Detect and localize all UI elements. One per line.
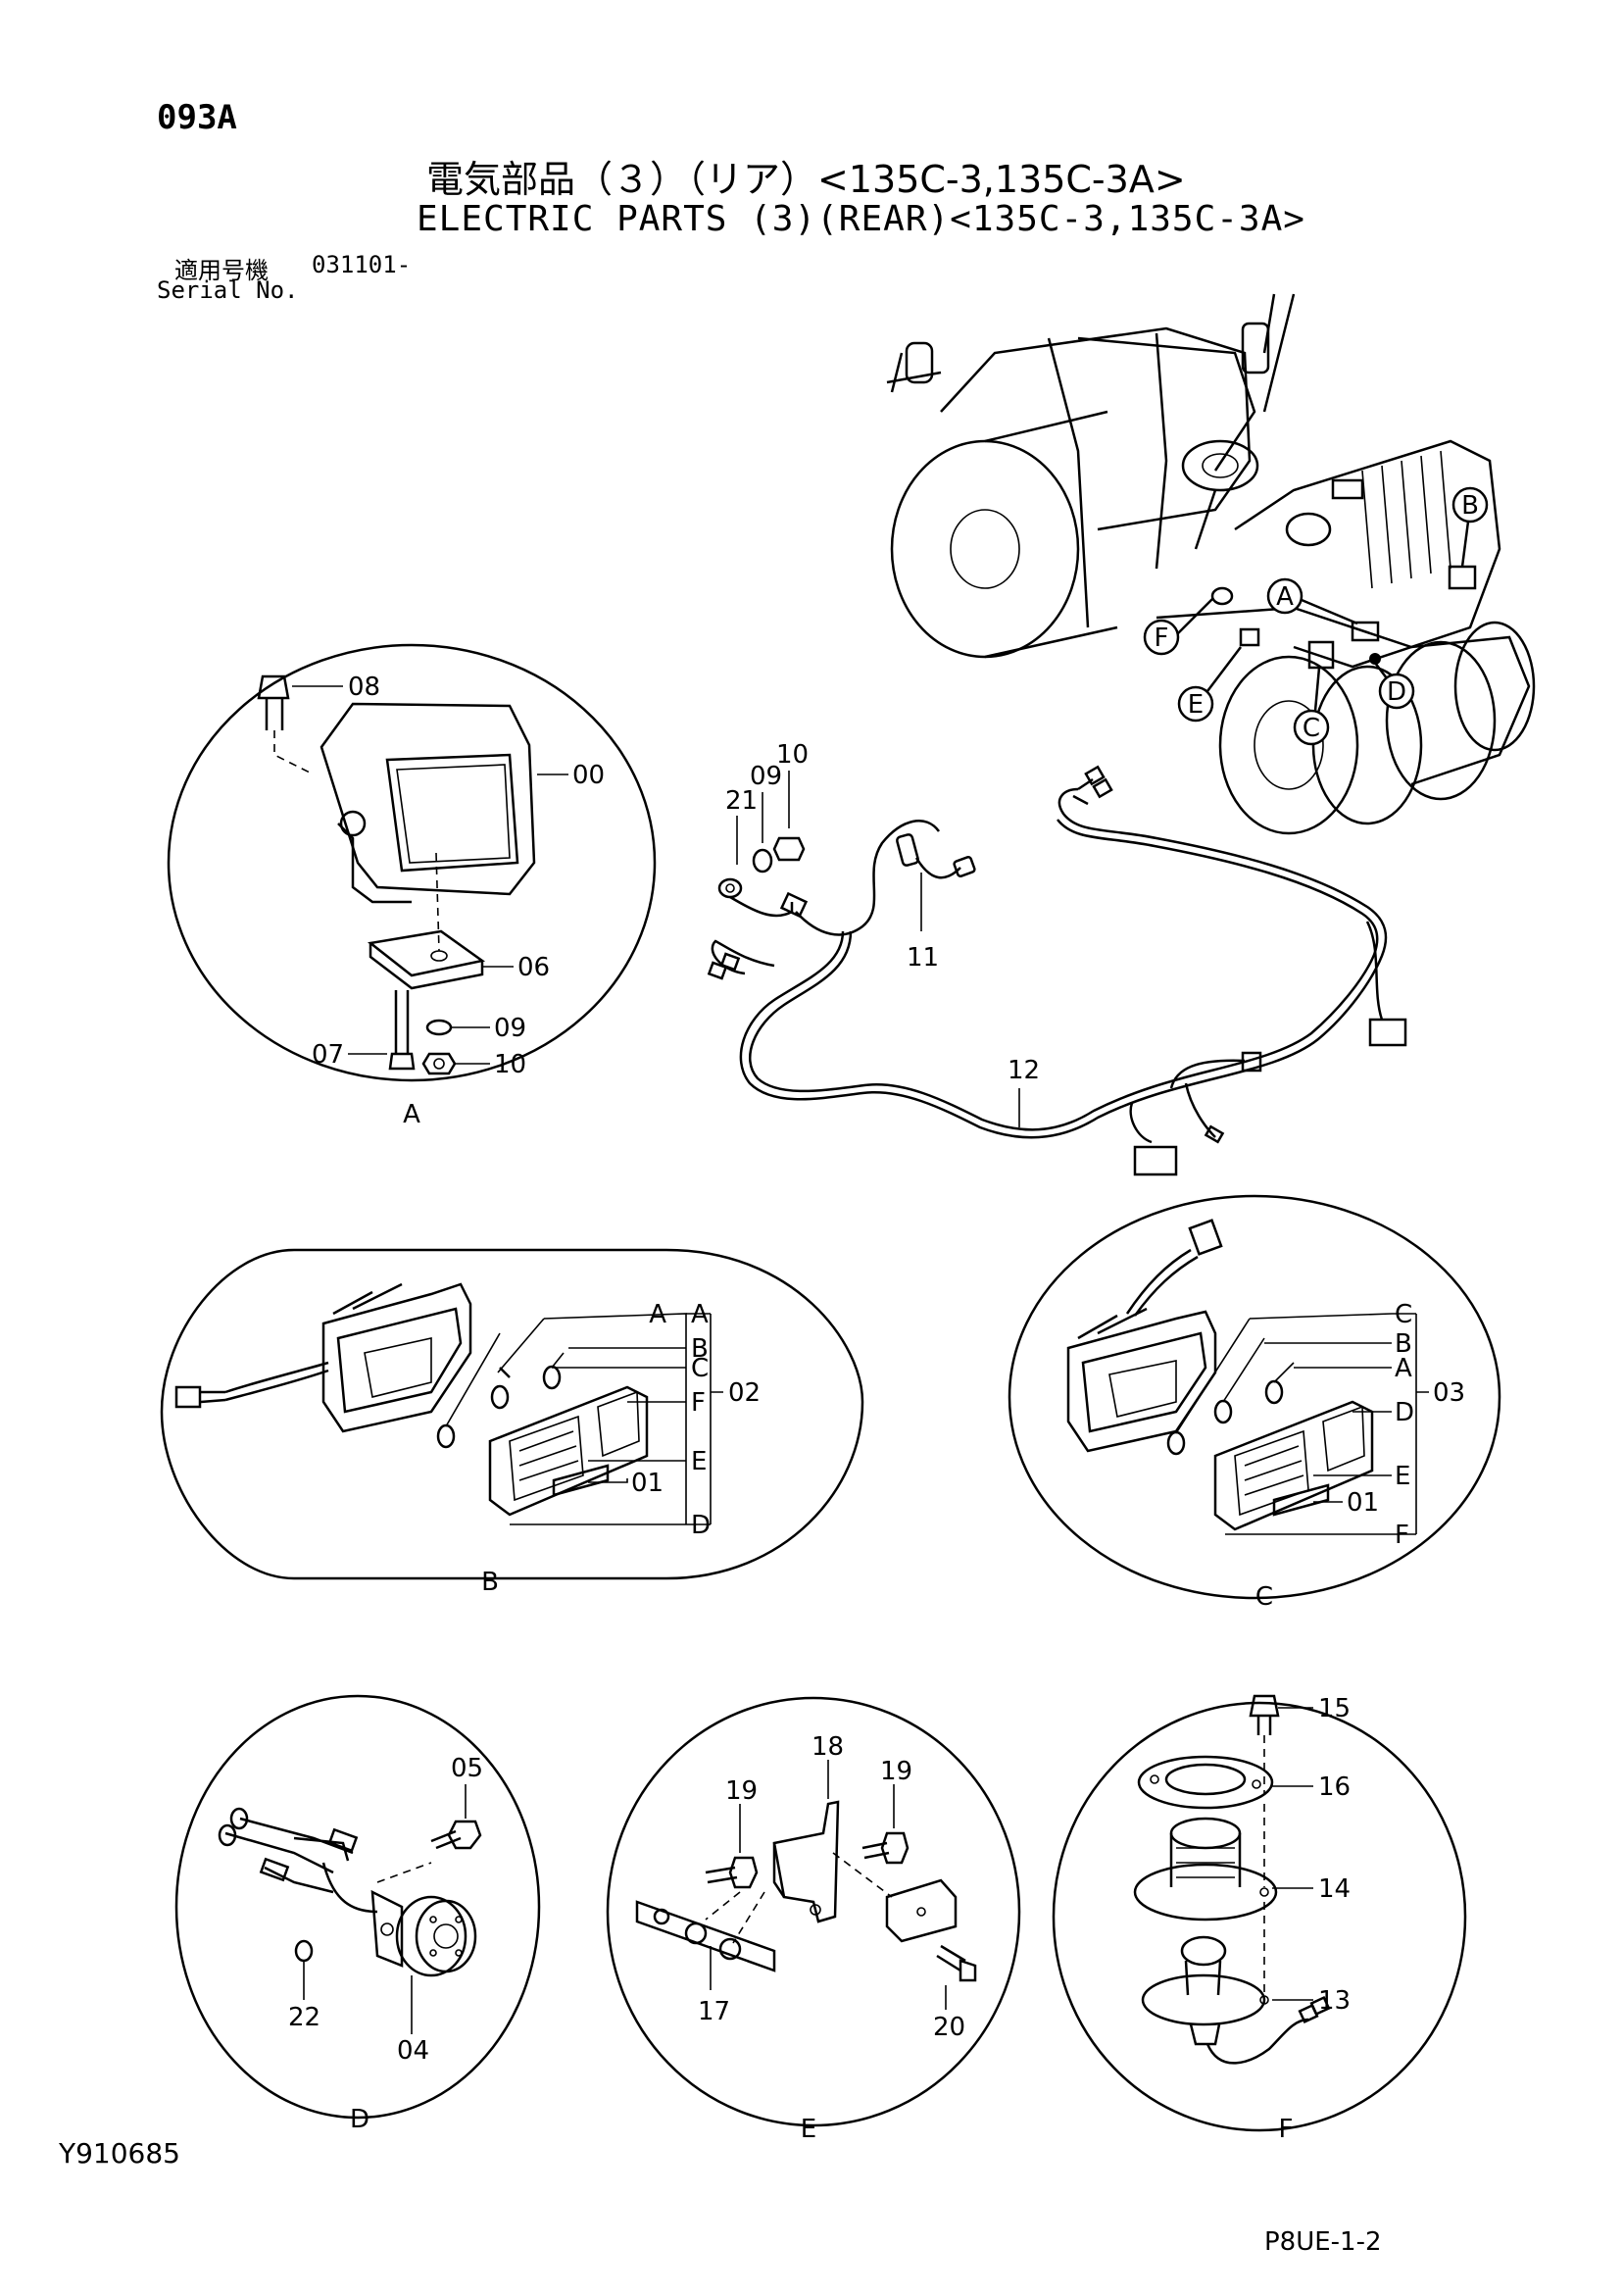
detail-c-letter-b: B [1395,1329,1412,1359]
detail-b-assembly-02: 02 [728,1378,761,1408]
detail-b-letter-c: C [691,1354,709,1383]
serial-label-japanese: 適用号機 [174,257,269,284]
callout-d: D [1374,662,1415,710]
detail-b-rear-lamp: A A B C F E D 02 01 B [160,1248,864,1597]
part-label-04: 04 [397,2036,429,2066]
detail-b-letter-b: B [691,1334,709,1364]
part-label-07: 07 [312,1040,344,1070]
harness-assembly: 21 09 10 11 [707,740,1407,1176]
part-label-17: 17 [698,1997,730,2026]
detail-b-letter-e: E [691,1447,707,1476]
detail-f-label: F [1279,2115,1294,2144]
part-label-20: 20 [933,2013,965,2042]
detail-b-letter-a-text: A [691,1300,709,1329]
detail-c-rear-lamp: C B A D E F 03 01 C [1008,1194,1501,1612]
detail-b-label: B [481,1568,499,1597]
detail-b-letter-f: F [691,1388,706,1418]
serial-label-english: Serial No. [157,276,299,304]
callout-b: B [1451,486,1489,568]
detail-d-label: D [350,2105,369,2134]
page-reference: P8UE-1-2 [1264,2227,1382,2257]
detail-c-letter-f: F [1395,1521,1409,1550]
detail-e-label: E [801,2115,816,2144]
part-label-09b: 09 [750,762,782,791]
callout-a: A [1266,577,1358,625]
title-english: ELECTRIC PARTS (3)(REAR)<135C-3,135C-3A> [417,199,1305,239]
svg-text:A: A [1276,582,1294,612]
part-label-00: 00 [572,761,605,790]
detail-d-socket: 05 22 04 D [174,1694,541,2134]
svg-text:D: D [1387,677,1406,707]
part-label-10b: 10 [776,740,809,770]
part-label-12: 12 [1008,1056,1040,1085]
detail-c-label: C [1255,1582,1273,1612]
detail-e-bracket: 18 19 19 17 20 E [606,1696,1021,2144]
part-label-11: 11 [907,943,939,973]
svg-text:C: C [1303,714,1320,743]
detail-b-letter-d: D [691,1511,711,1540]
part-label-06: 06 [517,953,550,982]
part-label-15: 15 [1318,1694,1351,1723]
drawing-number: Y910685 [59,2137,180,2170]
part-label-19a: 19 [725,1776,758,1806]
serial-value: 031101- [312,251,412,278]
svg-text:F: F [1155,624,1169,653]
detail-b-part-01: 01 [631,1469,664,1498]
part-label-14: 14 [1318,1874,1351,1904]
callout-f: F [1143,597,1214,656]
detail-c-assembly-03: 03 [1433,1378,1465,1408]
svg-text:E: E [1188,690,1204,720]
part-label-16: 16 [1318,1772,1351,1802]
detail-b-letter-a: A [649,1300,666,1329]
part-label-05: 05 [451,1754,483,1783]
callout-e: E [1177,646,1242,723]
detail-a-work-light: 08 00 06 09 07 10 A [167,643,657,1129]
part-label-08: 08 [348,673,380,702]
callout-c: C [1293,667,1330,746]
detail-c-letter-e: E [1395,1462,1410,1491]
detail-c-letter-a: A [1395,1354,1412,1383]
detail-c-letter-d: D [1395,1398,1414,1427]
part-label-18: 18 [812,1732,844,1762]
svg-text:B: B [1461,491,1479,521]
detail-c-letter-c: C [1395,1300,1412,1329]
part-label-09: 09 [494,1014,526,1043]
detail-a-label: A [403,1100,420,1129]
part-label-21: 21 [725,786,758,816]
detail-f-beacon: 15 16 14 13 F [1052,1694,1467,2144]
title-japanese: 電気部品（３）（リア）<135C-3,135C-3A> [426,158,1186,201]
part-label-22: 22 [288,2003,320,2032]
machine-overview: A B C D E F [886,293,1536,835]
page-code: 093A [157,98,237,137]
part-label-19b: 19 [880,1757,912,1786]
detail-c-part-01: 01 [1347,1488,1379,1518]
part-label-10: 10 [494,1050,526,1079]
